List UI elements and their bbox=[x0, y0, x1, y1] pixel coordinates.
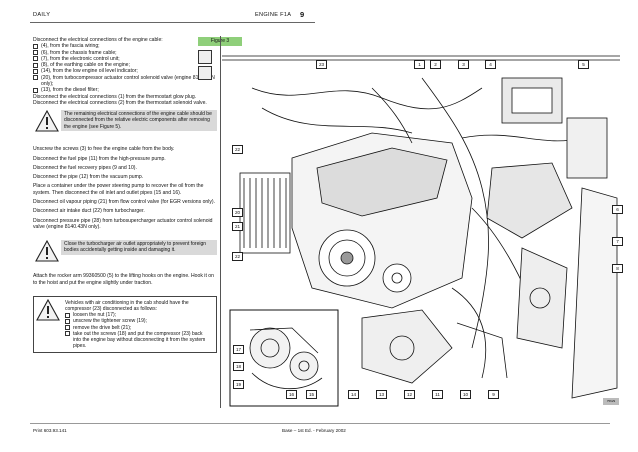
checklist-item: (4), from the fascia wiring; bbox=[33, 43, 217, 49]
warning-triangle-icon bbox=[33, 240, 61, 266]
header-rule bbox=[30, 22, 315, 23]
warning-box-3: Vehicles with air conditioning in the ca… bbox=[33, 295, 217, 354]
warning-text-2: Close the turbocharger air outlet approp… bbox=[61, 240, 217, 255]
tool-icon bbox=[198, 50, 212, 64]
footer-edition: Base – 1st Ed. - February 2002 bbox=[282, 428, 346, 433]
callout-label: 8 bbox=[612, 264, 623, 273]
warning-triangle-icon bbox=[33, 110, 61, 136]
step-4: Disconnect the pipe (12) from the vacuum… bbox=[33, 174, 144, 181]
checkbox-icon bbox=[33, 43, 38, 49]
checkbox-icon bbox=[33, 56, 38, 62]
checkbox-icon bbox=[65, 325, 70, 331]
intro-after-2: Disconnect the electrical connections (2… bbox=[33, 99, 207, 106]
callout-label: 1 bbox=[414, 60, 425, 69]
callout-label: 5 bbox=[578, 60, 589, 69]
callout-label: 11 bbox=[432, 390, 443, 399]
warning-text-1: The remaining electrical connections of … bbox=[61, 110, 217, 131]
callout-label: 7 bbox=[612, 237, 623, 246]
footer-rule bbox=[30, 423, 610, 424]
step-hook: Attach the rocker arm 99360500 (5) to th… bbox=[33, 273, 214, 286]
header-model: DAILY bbox=[33, 12, 51, 18]
checklist-item: remove the drive belt (21); bbox=[65, 325, 211, 331]
callout-label: 15 bbox=[306, 390, 317, 399]
step-3: Disconnect the fuel recovery pipes (9 an… bbox=[33, 164, 137, 171]
callout-label: 13 bbox=[376, 390, 387, 399]
text-column: Disconnect the electrical connections of… bbox=[33, 37, 217, 357]
checkbox-icon bbox=[33, 50, 38, 56]
callout-label: 18 bbox=[233, 362, 244, 371]
checklist-item: unscrew the tightener screw (19); bbox=[65, 318, 211, 324]
footer-print-code: Print 603.93.141 bbox=[33, 428, 67, 433]
checklist-item: (7), from the electronic control unit; bbox=[33, 56, 217, 62]
figure-reference: 75629 bbox=[603, 398, 619, 405]
step-2: Disconnect the fuel pipe (11) from the h… bbox=[33, 155, 166, 162]
warning-box-1: The remaining electrical connections of … bbox=[33, 110, 217, 136]
callout-label: 21 bbox=[232, 222, 243, 231]
step-7: Disconnect air intake duct (22) from tur… bbox=[33, 208, 145, 215]
callout-label: 22 bbox=[232, 145, 243, 154]
intro-after-1: Disconnect the electrical connections (1… bbox=[33, 93, 197, 100]
callout-label: 9 bbox=[488, 390, 499, 399]
checkbox-icon bbox=[33, 62, 38, 68]
callout-label: 3 bbox=[458, 60, 469, 69]
callout-label: 4 bbox=[485, 60, 496, 69]
checkbox-icon bbox=[65, 331, 70, 337]
callout-label: 16 bbox=[286, 390, 297, 399]
callout-label: 2 bbox=[430, 60, 441, 69]
checklist-item: loosen the nut (17); bbox=[65, 312, 211, 318]
intro-lead: Disconnect the electrical connections of… bbox=[33, 37, 163, 43]
callout-label: 17 bbox=[233, 345, 244, 354]
checklist-item: (14), from the low engine oil level indi… bbox=[33, 68, 217, 74]
checkbox-icon bbox=[33, 87, 38, 93]
warning-box-2: Close the turbocharger air outlet approp… bbox=[33, 240, 217, 266]
warning-triangle-icon bbox=[34, 298, 62, 325]
checklist-item: take out the screws (18) and put the com… bbox=[65, 331, 211, 350]
step-8: Disconnect pressure pipe (28) from turbo… bbox=[33, 217, 213, 230]
callout-label: 19 bbox=[233, 380, 244, 389]
warning-text-3: Vehicles with air conditioning in the ca… bbox=[62, 299, 214, 351]
checkbox-icon bbox=[33, 75, 38, 81]
callout-label: 12 bbox=[404, 390, 415, 399]
step-1: Unscrew the screws (3) to free the engin… bbox=[33, 146, 175, 153]
checkbox-icon bbox=[33, 69, 38, 75]
header-section: ENGINE F1A bbox=[255, 12, 292, 18]
callout-label: 14 bbox=[348, 390, 359, 399]
callout-label: 22 bbox=[232, 252, 243, 261]
column-divider bbox=[220, 36, 221, 408]
engine-bay-drawing bbox=[222, 55, 620, 407]
checklist-item: (20), from turbocompressor actuator cont… bbox=[33, 75, 217, 88]
callout-label: 23 bbox=[316, 60, 327, 69]
callout-label: 6 bbox=[612, 205, 623, 214]
callout-label: 20 bbox=[232, 208, 243, 217]
callout-label: 10 bbox=[460, 390, 471, 399]
checklist-item: (13), from the diesel filter; bbox=[33, 87, 217, 93]
step-5: Place a container under the power steeri… bbox=[33, 183, 204, 196]
step-6: Disconnect oil vapour piping (21) from f… bbox=[33, 199, 216, 206]
page-number: 9 bbox=[300, 10, 305, 19]
checklist-item: (8), of the earthing cable on the engine… bbox=[33, 62, 217, 68]
checkbox-icon bbox=[65, 319, 70, 325]
checklist-item: (6), from the chassis frame cable; bbox=[33, 50, 217, 56]
checkbox-icon bbox=[65, 312, 70, 318]
engine-icon bbox=[198, 66, 212, 80]
